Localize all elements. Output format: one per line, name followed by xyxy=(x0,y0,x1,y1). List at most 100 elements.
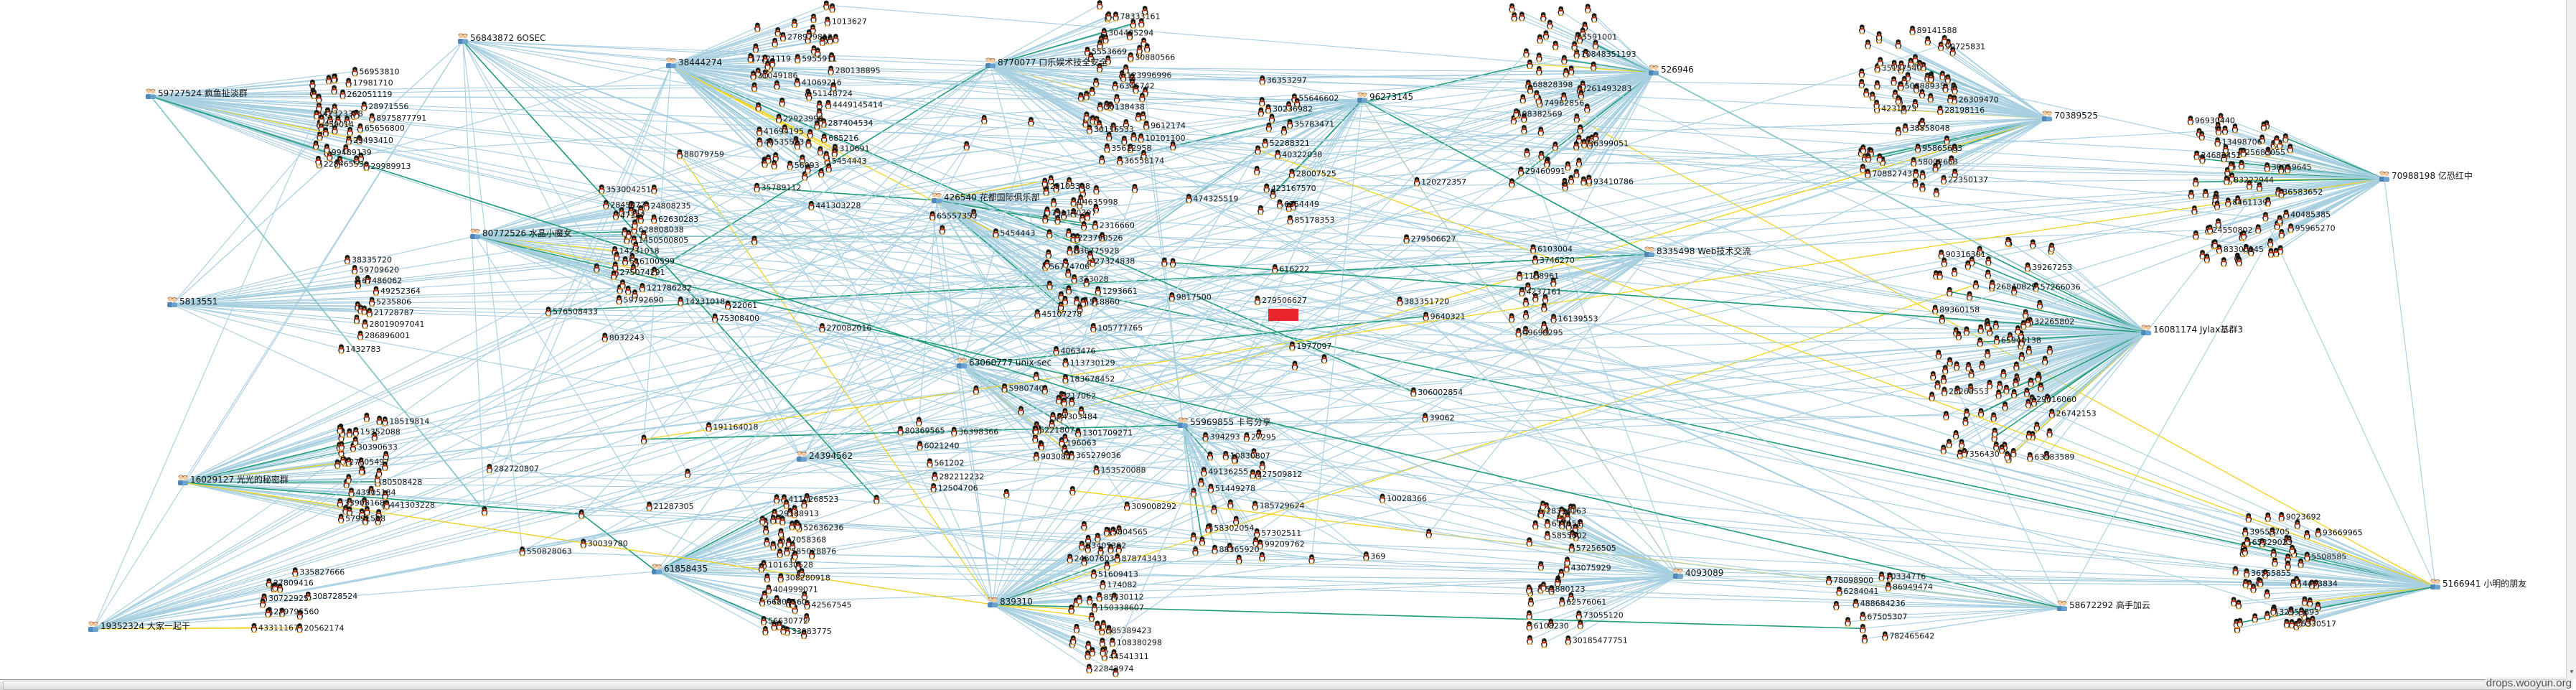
qq-penguin-icon[interactable] xyxy=(1526,610,1532,620)
qq-penguin-icon[interactable] xyxy=(2019,352,2025,361)
qq-penguin-icon[interactable] xyxy=(2004,451,2010,460)
highlight-marker[interactable] xyxy=(1268,309,1298,321)
qq-penguin-icon[interactable] xyxy=(353,427,359,437)
qq-penguin-icon[interactable] xyxy=(2246,513,2252,523)
qq-penguin-icon[interactable] xyxy=(331,74,337,83)
qq-penguin-icon[interactable] xyxy=(384,500,390,509)
qq-penguin-icon[interactable] xyxy=(1826,576,1832,585)
qq-penguin-icon[interactable] xyxy=(1574,113,1580,123)
qq-penguin-icon[interactable] xyxy=(2203,189,2209,198)
qq-penguin-icon[interactable] xyxy=(2274,135,2280,144)
qq-penguin-icon[interactable] xyxy=(1056,395,1062,404)
qq-penguin-icon[interactable] xyxy=(1067,246,1072,256)
qq-penguin-icon[interactable] xyxy=(2216,126,2221,135)
qq-penguin-icon[interactable] xyxy=(1255,145,1260,154)
qq-penguin-icon[interactable] xyxy=(1266,123,1272,132)
qq-penguin-icon[interactable] xyxy=(1028,117,1034,126)
qq-penguin-icon[interactable] xyxy=(1997,381,2003,390)
qq-penguin-icon[interactable] xyxy=(2250,584,2256,593)
qq-penguin-icon[interactable] xyxy=(603,200,609,209)
qq-penguin-icon[interactable] xyxy=(1144,43,1150,52)
qq-penguin-icon[interactable] xyxy=(369,113,375,122)
qq-penguin-icon[interactable] xyxy=(771,160,777,169)
qq-penguin-icon[interactable] xyxy=(2228,161,2234,170)
qq-penguin-icon[interactable] xyxy=(1934,380,1940,389)
qq-penguin-icon[interactable] xyxy=(1962,416,1968,426)
qq-penguin-icon[interactable] xyxy=(1523,48,1529,57)
qq-penguin-icon[interactable] xyxy=(1097,0,1102,9)
qq-penguin-icon[interactable] xyxy=(520,546,525,556)
qq-penguin-icon[interactable] xyxy=(359,465,365,475)
qq-penguin-icon[interactable] xyxy=(1099,155,1105,164)
qq-penguin-icon[interactable] xyxy=(1519,11,1524,21)
qq-penguin-icon[interactable] xyxy=(1046,249,1052,258)
qq-penguin-icon[interactable] xyxy=(2193,230,2198,240)
qq-penguin-icon[interactable] xyxy=(829,3,835,12)
qq-penguin-icon[interactable] xyxy=(626,230,632,239)
qq-penguin-icon[interactable] xyxy=(825,17,830,26)
qq-penguin-icon[interactable] xyxy=(1526,584,1532,594)
qq-penguin-icon[interactable] xyxy=(1380,493,1385,503)
qq-penguin-icon[interactable] xyxy=(1936,350,1942,359)
qq-penguin-icon[interactable] xyxy=(1947,287,1952,297)
qq-penguin-icon[interactable] xyxy=(1919,182,1925,192)
qq-penguin-icon[interactable] xyxy=(1089,87,1095,96)
qq-penguin-icon[interactable] xyxy=(1124,501,1130,510)
qq-penguin-icon[interactable] xyxy=(2255,224,2261,233)
qq-penguin-icon[interactable] xyxy=(1896,39,1901,49)
qq-penguin-icon[interactable] xyxy=(354,314,360,324)
qq-penguin-icon[interactable] xyxy=(761,616,767,625)
qq-penguin-icon[interactable] xyxy=(1964,327,1970,336)
qq-penguin-icon[interactable] xyxy=(1863,88,1869,98)
qq-penguin-icon[interactable] xyxy=(1999,444,2005,454)
qq-penguin-icon[interactable] xyxy=(1265,104,1271,113)
qq-penguin-icon[interactable] xyxy=(1934,187,1939,197)
qq-penguin-icon[interactable] xyxy=(1992,427,1997,437)
qq-penguin-icon[interactable] xyxy=(1928,93,1934,103)
qq-penguin-icon[interactable] xyxy=(1091,569,1097,579)
qq-penguin-icon[interactable] xyxy=(1563,67,1569,77)
qq-penguin-icon[interactable] xyxy=(346,136,352,145)
qq-penguin-icon[interactable] xyxy=(763,526,769,535)
qq-penguin-icon[interactable] xyxy=(337,424,342,434)
qq-penguin-icon[interactable] xyxy=(364,413,370,422)
qq-penguin-icon[interactable] xyxy=(747,53,753,62)
qq-penguin-icon[interactable] xyxy=(818,146,823,155)
qq-penguin-icon[interactable] xyxy=(357,123,363,133)
qq-penguin-icon[interactable] xyxy=(1990,412,1996,421)
qq-penguin-icon[interactable] xyxy=(764,573,770,582)
qq-penguin-icon[interactable] xyxy=(1577,124,1583,134)
qq-penguin-icon[interactable] xyxy=(819,323,825,332)
qq-penguin-icon[interactable] xyxy=(346,474,352,483)
qq-penguin-icon[interactable] xyxy=(2270,606,2276,615)
qq-penguin-icon[interactable] xyxy=(1591,62,1596,71)
qq-penguin-icon[interactable] xyxy=(779,98,784,107)
qq-penguin-icon[interactable] xyxy=(2264,611,2270,620)
qq-penguin-icon[interactable] xyxy=(981,115,987,124)
qq-penguin-icon[interactable] xyxy=(382,416,388,426)
qq-penguin-icon[interactable] xyxy=(1100,580,1105,589)
qq-penguin-icon[interactable] xyxy=(1873,100,1879,109)
qq-penguin-icon[interactable] xyxy=(1941,175,1947,185)
qq-penguin-icon[interactable] xyxy=(2034,421,2040,431)
qq-penguin-icon[interactable] xyxy=(1512,12,1517,22)
qq-penguin-icon[interactable] xyxy=(1051,198,1057,208)
scroll-down-arrow-icon[interactable]: ▼ xyxy=(2569,668,2575,675)
qq-penguin-icon[interactable] xyxy=(1524,148,1530,157)
qq-penguin-icon[interactable] xyxy=(1568,65,1574,75)
qq-penguin-icon[interactable] xyxy=(1033,426,1039,435)
qq-penguin-icon[interactable] xyxy=(916,416,922,426)
qq-penguin-icon[interactable] xyxy=(1896,95,1901,105)
qq-penguin-icon[interactable] xyxy=(337,498,343,508)
qq-penguin-icon[interactable] xyxy=(313,141,319,150)
qq-penguin-icon[interactable] xyxy=(1046,229,1052,238)
qq-penguin-icon[interactable] xyxy=(1269,113,1275,123)
qq-penguin-icon[interactable] xyxy=(1096,592,1102,602)
qq-penguin-icon[interactable] xyxy=(1978,408,1984,417)
qq-penguin-icon[interactable] xyxy=(1132,184,1138,193)
qq-penguin-icon[interactable] xyxy=(1540,500,1545,510)
qq-penguin-icon[interactable] xyxy=(1919,170,1925,180)
qq-penguin-icon[interactable] xyxy=(757,137,762,146)
qq-penguin-icon[interactable] xyxy=(2188,190,2194,199)
qq-penguin-icon[interactable] xyxy=(2287,144,2293,153)
